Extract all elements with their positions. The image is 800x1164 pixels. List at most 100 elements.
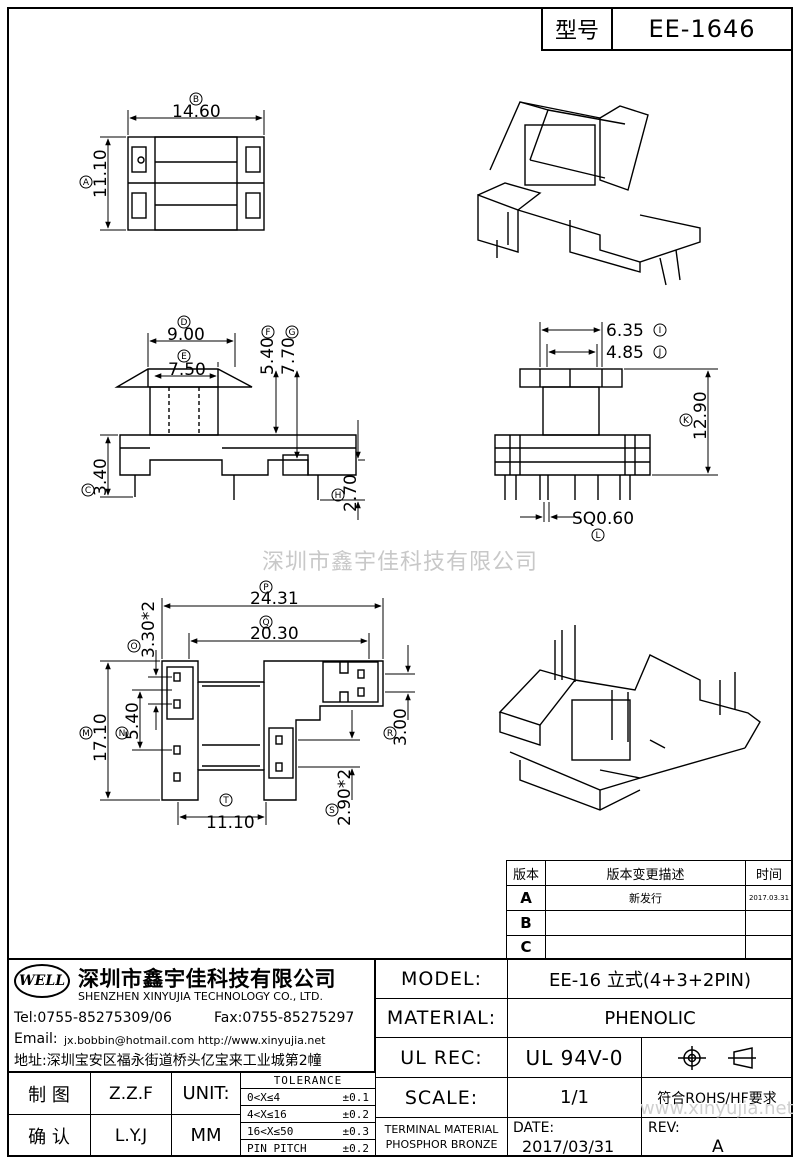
dim-r-value: 3.00 <box>391 708 411 746</box>
svg-text:S: S <box>329 806 335 816</box>
side-view <box>100 333 365 520</box>
rev-row-a: A <box>506 885 546 911</box>
svg-text:J: J <box>658 348 662 358</box>
label-f: F <box>261 325 275 339</box>
spec-material-value: PHENOLIC <box>507 998 793 1038</box>
company-name-en: SHENZHEN XINYUJIA TECHNOLOGY CO., LTD. <box>78 990 323 1003</box>
company-email: jx.bobbin@hotmail.com http://www.xinyuji… <box>64 1034 326 1047</box>
unit-label-cell: UNIT: <box>171 1072 241 1115</box>
dim-i-value: 6.35 <box>606 321 644 341</box>
title-block-top-border <box>7 958 793 960</box>
tolerance-row-1: 0<X≤4±0.1 <box>240 1088 376 1106</box>
svg-text:A: A <box>83 178 90 188</box>
spec-material-label: MATERIAL: <box>375 998 508 1038</box>
label-m: M <box>79 726 93 740</box>
label-g: G <box>285 325 299 339</box>
time-col-header: 时间 <box>745 860 793 886</box>
watermark-url: www.xinyujia.net <box>640 1098 794 1119</box>
svg-text:E: E <box>181 352 187 362</box>
svg-text:O: O <box>130 642 137 652</box>
label-q: Q <box>259 615 273 629</box>
dim-f-value: 5.40 <box>258 337 278 375</box>
tolerance-row-3: 16<X≤50±0.3 <box>240 1122 376 1140</box>
svg-text:B: B <box>193 95 199 105</box>
spec-ulrec-value: UL 94V-0 <box>507 1037 642 1078</box>
tolerance-title: TOLERANCE <box>240 1072 376 1089</box>
company-tel: Tel:0755-85275309/06 <box>14 1010 172 1026</box>
spec-rev-cell: REV: A <box>641 1117 793 1157</box>
label-n: N <box>115 726 129 740</box>
dim-a-value: 11.10 <box>91 149 111 198</box>
spec-model-label: MODEL: <box>375 958 508 999</box>
dim-e-value: 7.50 <box>168 360 206 380</box>
dim-l-value: SQ0.60 <box>572 509 634 529</box>
dim-c-value: 3.40 <box>91 458 111 496</box>
projection-symbol-cell <box>641 1037 793 1078</box>
dim-m-value: 17.10 <box>91 713 111 762</box>
company-logo: WELL <box>14 964 70 998</box>
top-view <box>100 110 265 231</box>
label-c: C <box>81 483 95 497</box>
projection-icon <box>678 1045 756 1070</box>
spec-ulrec-label: UL REC: <box>375 1037 508 1078</box>
rev-row-b: B <box>506 910 546 936</box>
dim-k-value: 12.90 <box>691 391 711 440</box>
label-p: P <box>259 580 273 594</box>
desc-col-header: 版本变更描述 <box>545 860 746 886</box>
check-value-cell: L.Y.J <box>90 1114 172 1157</box>
technical-drawings: 14.60 11.10 9.00 7.50 5.40 7.70 3.40 2.7… <box>79 92 761 833</box>
label-a: A <box>79 175 93 189</box>
rev-row-a-desc: 新发行 <box>545 885 746 911</box>
label-i: I <box>653 323 667 337</box>
svg-text:L: L <box>595 531 600 541</box>
isometric-view-bottom <box>498 625 761 811</box>
draw-label-cell: 制 图 <box>7 1072 91 1115</box>
bottom-view <box>100 598 415 825</box>
svg-text:Q: Q <box>262 618 269 628</box>
spec-model-value: EE-16 立式(4+3+2PIN) <box>507 958 793 999</box>
model-value-cell: EE-1646 <box>611 7 793 51</box>
company-email-label: Email: <box>14 1031 58 1047</box>
svg-text:R: R <box>387 729 393 739</box>
svg-text:M: M <box>82 729 90 739</box>
label-k: K <box>679 413 693 427</box>
svg-text:I: I <box>659 326 662 336</box>
rev-row-b-desc <box>545 910 746 936</box>
dim-q-value: 20.30 <box>250 624 299 644</box>
dim-t-value: 11.10 <box>206 813 255 833</box>
draw-value-cell: Z.Z.F <box>90 1072 172 1115</box>
spec-scale-value: 1/1 <box>507 1077 642 1118</box>
rev-row-b-time <box>745 910 793 936</box>
label-s: S <box>325 803 339 817</box>
svg-text:P: P <box>263 583 269 593</box>
svg-text:N: N <box>119 729 126 739</box>
svg-text:T: T <box>222 796 229 806</box>
dim-g-value: 7.70 <box>279 337 299 375</box>
company-name-cn: 深圳市鑫宇佳科技有限公司 <box>78 967 336 991</box>
check-label-cell: 确 认 <box>7 1114 91 1157</box>
svg-text:D: D <box>181 318 188 328</box>
dim-s-value: 2.90*2 <box>335 769 355 826</box>
label-d: D <box>177 315 191 329</box>
label-l: L <box>591 528 605 542</box>
dim-o-value: 3.30*2 <box>139 601 159 658</box>
svg-text:H: H <box>335 491 342 501</box>
rev-row-a-time: 2017.03.31 <box>745 885 793 911</box>
tolerance-row-4: PIN PITCH±0.2 <box>240 1139 376 1157</box>
dim-p-value: 24.31 <box>250 589 299 609</box>
label-o: O <box>127 639 141 653</box>
rev-col-header: 版本 <box>506 860 546 886</box>
company-fax: Fax:0755-85275297 <box>214 1010 355 1026</box>
svg-text:G: G <box>289 328 296 338</box>
dim-n-value: 5.40 <box>123 702 143 740</box>
spec-scale-label: SCALE: <box>375 1077 508 1118</box>
unit-value-cell: MM <box>171 1114 241 1157</box>
label-r: R <box>383 726 397 740</box>
dim-b-value: 14.60 <box>172 102 221 122</box>
label-e: E <box>177 349 191 363</box>
front-view <box>494 322 718 522</box>
watermark: 深圳市鑫宇佳科技有限公司 <box>261 550 538 575</box>
isometric-view-top <box>477 101 701 286</box>
model-label: 型号 <box>554 19 599 44</box>
rev-row-c-desc <box>545 935 746 959</box>
